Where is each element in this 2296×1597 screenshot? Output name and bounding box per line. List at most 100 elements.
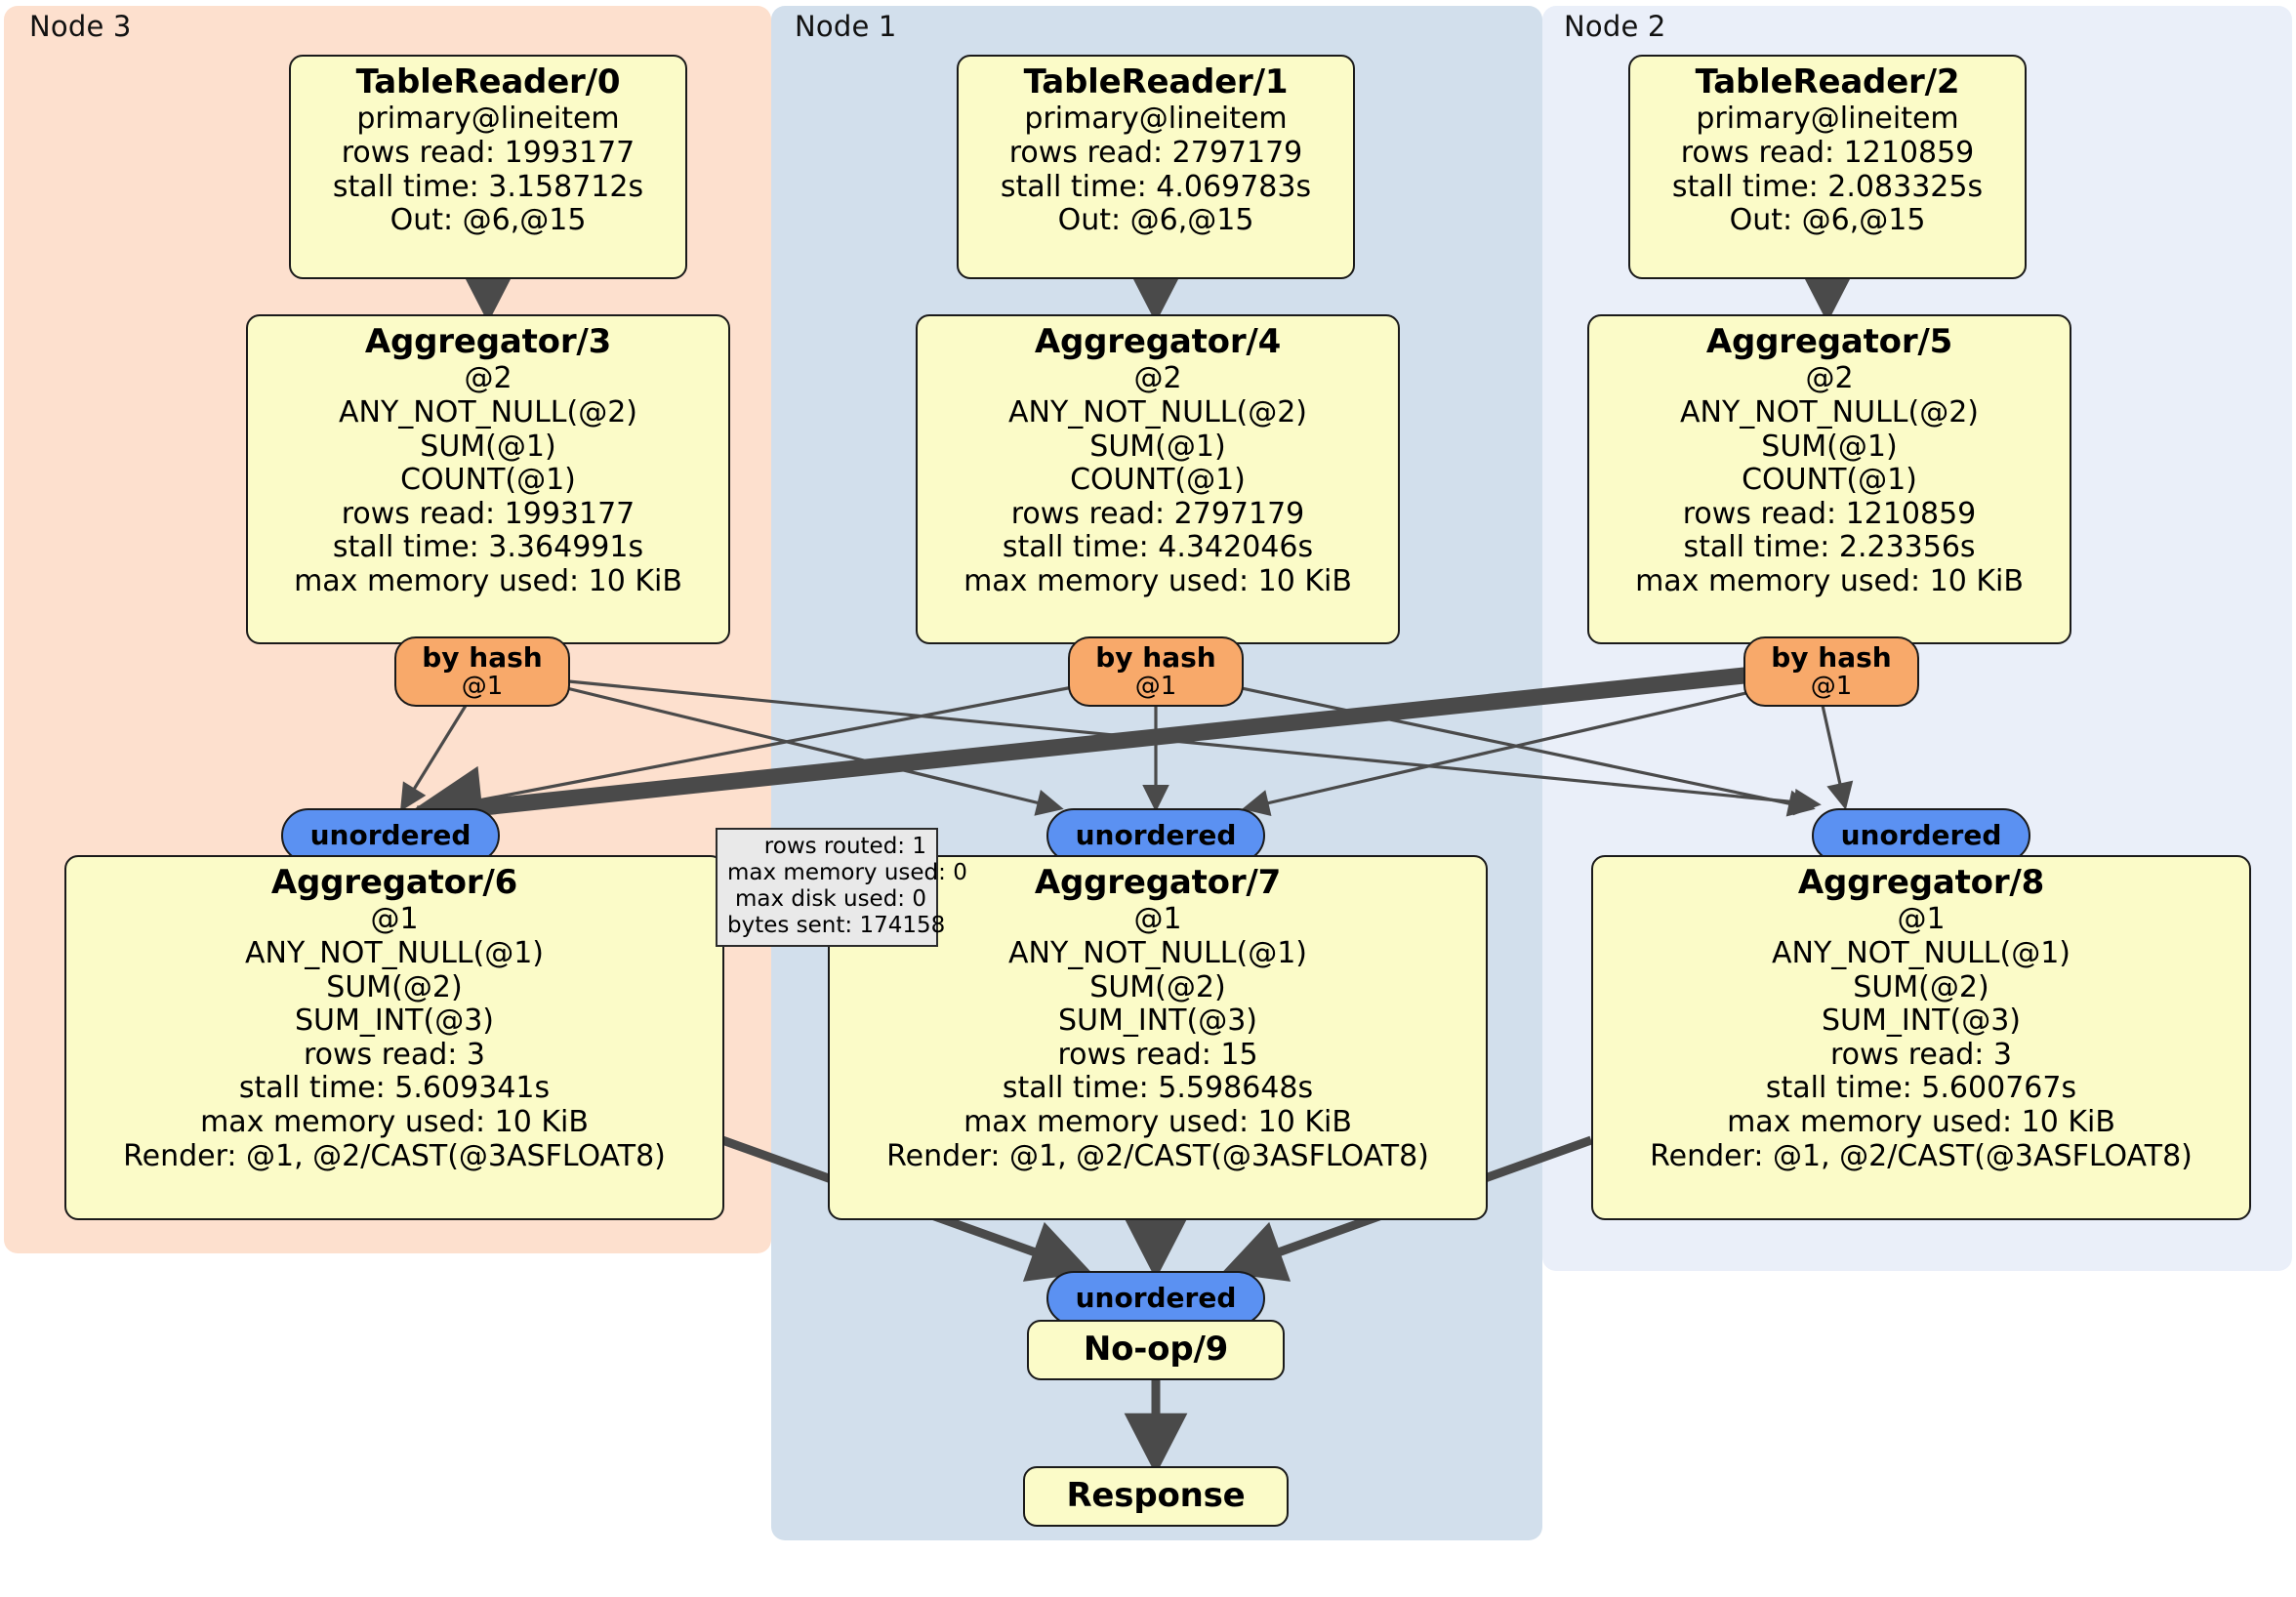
- stream-stats-tooltip: rows routed: 1 max memory used: 0 max di…: [716, 828, 967, 947]
- node-detail: max memory used: 10 KiB: [964, 1105, 1352, 1140]
- node-detail: Out: @6,@15: [390, 203, 587, 238]
- node-detail: stall time: 5.600767s: [1765, 1071, 2077, 1106]
- node-detail: stall time: 3.364991s: [332, 530, 644, 565]
- node-detail: primary@lineitem: [1024, 102, 1288, 137]
- node-detail: SUM(@2): [326, 969, 463, 1004]
- node-detail: @2: [1133, 361, 1182, 396]
- node-detail: SUM(@1): [1761, 429, 1898, 464]
- node-detail: ANY_NOT_NULL(@1): [1008, 935, 1307, 970]
- node-detail: stall time: 4.069783s: [1000, 169, 1312, 204]
- router-by-hash-4[interactable]: by hash @1: [1068, 636, 1244, 707]
- node-detail: SUM(@1): [1089, 429, 1226, 464]
- node-title: TableReader/1: [1023, 62, 1289, 102]
- node-detail: rows read: 2797179: [1010, 496, 1305, 531]
- node-detail: max memory used: 10 KiB: [200, 1105, 589, 1140]
- router-label: unordered: [309, 818, 472, 851]
- node-detail: @1: [370, 902, 419, 937]
- router-label: by hash: [1095, 640, 1216, 674]
- processor-table-reader-1[interactable]: TableReader/1 primary@lineitem rows read…: [957, 55, 1355, 279]
- node-detail: primary@lineitem: [356, 102, 620, 137]
- router-unordered-8[interactable]: unordered: [1812, 808, 2030, 863]
- node-detail: Out: @6,@15: [1057, 203, 1254, 238]
- node-detail: max memory used: 10 KiB: [1727, 1105, 2115, 1140]
- node-detail: rows read: 3: [1829, 1037, 2013, 1072]
- router-column: @1: [1810, 672, 1853, 702]
- stat-max-memory-used: max memory used: 0: [727, 860, 967, 886]
- cluster-label-node-1: Node 1: [795, 10, 897, 43]
- node-detail: SUM(@1): [420, 429, 556, 464]
- node-detail: stall time: 5.598648s: [1002, 1071, 1314, 1106]
- node-title: Aggregator/3: [364, 322, 612, 361]
- node-title: Aggregator/5: [1705, 322, 1953, 361]
- node-detail: ANY_NOT_NULL(@1): [1772, 935, 2070, 970]
- router-by-hash-5[interactable]: by hash @1: [1743, 636, 1919, 707]
- node-detail: ANY_NOT_NULL(@2): [1680, 394, 1979, 430]
- node-detail: primary@lineitem: [1696, 102, 1959, 137]
- node-title: TableReader/2: [1695, 62, 1960, 102]
- router-label: unordered: [1840, 818, 2002, 851]
- node-detail: rows read: 2797179: [1008, 135, 1303, 170]
- stat-rows-routed: rows routed: 1: [763, 834, 926, 859]
- node-detail: SUM_INT(@3): [1058, 1003, 1257, 1039]
- node-title: Aggregator/8: [1797, 863, 2045, 902]
- router-column: @1: [461, 672, 504, 702]
- node-detail: SUM(@2): [1089, 969, 1226, 1004]
- processor-response[interactable]: Response: [1023, 1466, 1289, 1527]
- node-detail: Render: @1, @2/CAST(@3ASFLOAT8): [123, 1138, 666, 1173]
- processor-aggregator-8[interactable]: Aggregator/8 @1 ANY_NOT_NULL(@1) SUM(@2)…: [1591, 855, 2251, 1220]
- processor-table-reader-2[interactable]: TableReader/2 primary@lineitem rows read…: [1628, 55, 2027, 279]
- stat-bytes-sent: bytes sent: 174158: [727, 913, 946, 939]
- processor-aggregator-4[interactable]: Aggregator/4 @2 ANY_NOT_NULL(@2) SUM(@1)…: [916, 314, 1400, 644]
- node-detail: SUM_INT(@3): [1822, 1003, 2021, 1039]
- node-detail: @1: [1133, 902, 1182, 937]
- node-title: TableReader/0: [355, 62, 621, 102]
- router-unordered-9[interactable]: unordered: [1046, 1271, 1265, 1326]
- router-label: unordered: [1075, 1281, 1237, 1314]
- node-detail: ANY_NOT_NULL(@1): [245, 935, 544, 970]
- node-detail: rows read: 1993177: [341, 496, 636, 531]
- node-detail: max memory used: 10 KiB: [294, 564, 682, 599]
- node-detail: COUNT(@1): [1742, 463, 1917, 498]
- node-detail: COUNT(@1): [1070, 463, 1246, 498]
- router-column: @1: [1134, 672, 1177, 702]
- node-detail: SUM(@2): [1853, 969, 1989, 1004]
- router-label: unordered: [1075, 818, 1237, 851]
- node-detail: stall time: 2.083325s: [1671, 169, 1984, 204]
- processor-aggregator-5[interactable]: Aggregator/5 @2 ANY_NOT_NULL(@2) SUM(@1)…: [1587, 314, 2071, 644]
- processor-no-op-9[interactable]: No-op/9: [1027, 1320, 1285, 1380]
- node-title: Aggregator/4: [1034, 322, 1282, 361]
- node-detail: @2: [464, 361, 512, 396]
- node-detail: ANY_NOT_NULL(@2): [1008, 394, 1307, 430]
- node-detail: stall time: 3.158712s: [332, 169, 644, 204]
- node-detail: SUM_INT(@3): [295, 1003, 494, 1039]
- node-detail: max memory used: 10 KiB: [1635, 564, 2024, 599]
- node-title: Response: [1066, 1476, 1246, 1516]
- node-detail: rows read: 1210859: [1682, 496, 1977, 531]
- router-by-hash-3[interactable]: by hash @1: [394, 636, 570, 707]
- node-title: No-op/9: [1083, 1330, 1229, 1370]
- node-detail: rows read: 3: [303, 1037, 486, 1072]
- node-detail: stall time: 5.609341s: [238, 1071, 551, 1106]
- cluster-label-node-3: Node 3: [29, 10, 132, 43]
- node-detail: @2: [1805, 361, 1854, 396]
- node-detail: @1: [1897, 902, 1946, 937]
- processor-aggregator-3[interactable]: Aggregator/3 @2 ANY_NOT_NULL(@2) SUM(@1)…: [246, 314, 730, 644]
- node-detail: ANY_NOT_NULL(@2): [339, 394, 637, 430]
- node-detail: Out: @6,@15: [1729, 203, 1926, 238]
- processor-aggregator-7[interactable]: Aggregator/7 @1 ANY_NOT_NULL(@1) SUM(@2)…: [828, 855, 1488, 1220]
- node-detail: rows read: 15: [1057, 1037, 1258, 1072]
- node-detail: rows read: 1993177: [341, 135, 636, 170]
- node-detail: Render: @1, @2/CAST(@3ASFLOAT8): [886, 1138, 1429, 1173]
- node-detail: COUNT(@1): [400, 463, 576, 498]
- processor-aggregator-6[interactable]: Aggregator/6 @1 ANY_NOT_NULL(@1) SUM(@2)…: [64, 855, 724, 1220]
- processor-table-reader-0[interactable]: TableReader/0 primary@lineitem rows read…: [289, 55, 687, 279]
- node-title: Aggregator/6: [270, 863, 518, 902]
- cluster-label-node-2: Node 2: [1564, 10, 1666, 43]
- router-unordered-7[interactable]: unordered: [1046, 808, 1265, 863]
- node-detail: stall time: 2.23356s: [1683, 530, 1976, 565]
- node-detail: rows read: 1210859: [1680, 135, 1975, 170]
- node-detail: Render: @1, @2/CAST(@3ASFLOAT8): [1650, 1138, 2193, 1173]
- router-label: by hash: [1771, 640, 1892, 674]
- node-detail: stall time: 4.342046s: [1002, 530, 1314, 565]
